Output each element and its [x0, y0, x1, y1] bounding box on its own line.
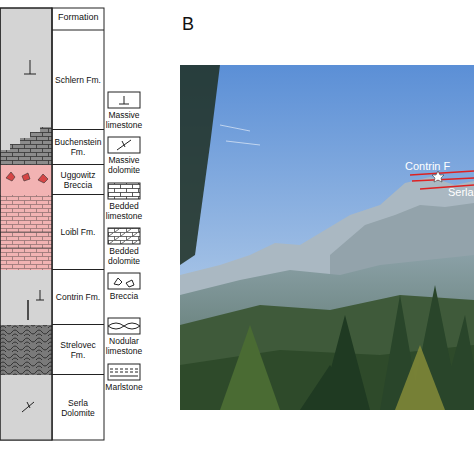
photo-annotation: Serla — [448, 186, 474, 198]
photo-annotation: Contrin F — [405, 160, 450, 172]
formation-name: Loibl Fm. — [61, 227, 96, 237]
formation-name: Strelovec Fm. — [52, 340, 104, 360]
column-header: Formation — [58, 12, 99, 22]
formation-cell: Contrin Fm. — [52, 270, 104, 325]
formation-cell: Loibl Fm. — [52, 195, 104, 270]
legend-text: Massive dolomite — [102, 155, 146, 175]
formation-cell: Schlern Fm. — [52, 30, 104, 130]
legend-text: Nodular limestone — [102, 336, 146, 356]
formation-frame — [52, 8, 104, 440]
field-photo — [180, 65, 474, 410]
panel-letter: B — [182, 14, 194, 35]
formation-name: Uggowitz Breccia — [52, 170, 104, 190]
formation-name: Buchenstein Fm. — [52, 137, 104, 157]
formation-cell: Buchenstein Fm. — [52, 130, 104, 165]
formation-cell: Strelovec Fm. — [52, 325, 104, 375]
strat-column — [0, 8, 52, 440]
legend-text: Massive limestone — [102, 110, 146, 130]
formation-cell: Uggowitz Breccia — [52, 165, 104, 195]
legend-text: Breccia — [102, 291, 146, 301]
formation-cell: Serla Dolomite — [52, 375, 104, 440]
legend-text: Bedded limestone — [102, 201, 146, 221]
formation-name: Contrin Fm. — [56, 292, 100, 302]
legend-text: Bedded dolomite — [102, 246, 146, 266]
formation-name: Schlern Fm. — [55, 75, 101, 85]
legend-text: Marlstone — [102, 382, 146, 392]
formation-name: Serla Dolomite — [52, 398, 104, 418]
